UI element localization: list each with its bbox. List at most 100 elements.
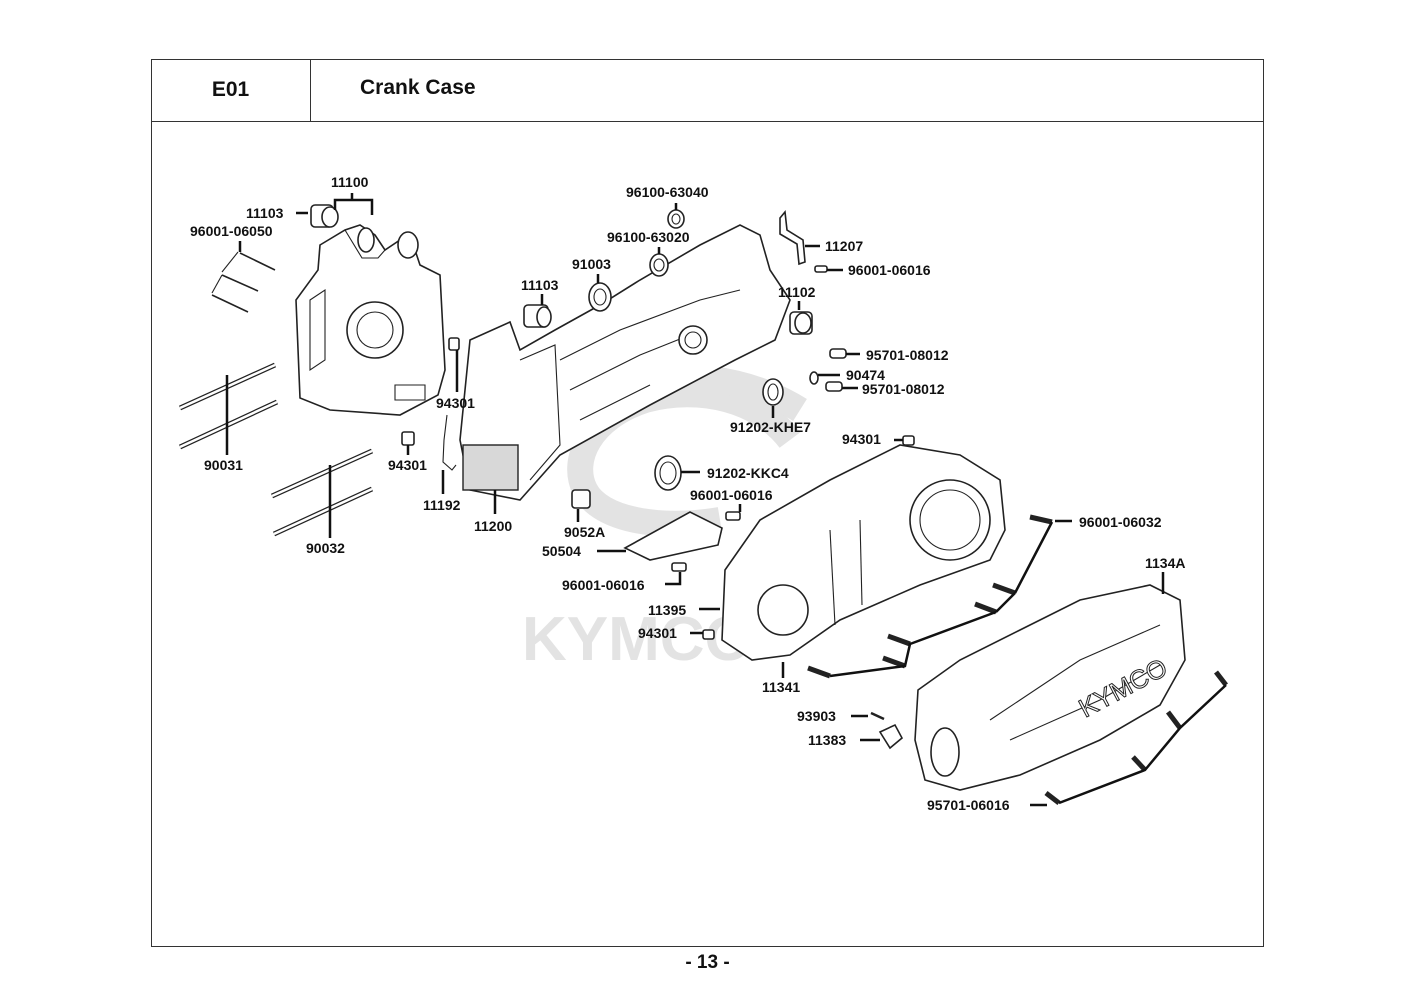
section-code: E01 [151,59,311,122]
cover-bolt-5 [807,665,831,679]
outer-cover-crease-2 [1009,664,1161,741]
part-label-90031: 90031 [204,457,243,473]
bearing-91003 [588,282,612,312]
bolts-outer-cover [807,514,1054,679]
bearing-inner [593,288,607,306]
dowel-pin-94301-b [401,431,415,446]
outer-cover-crease-1 [989,624,1161,721]
part-label-11192: 11192 [423,497,461,513]
part-label-11103-b: 11103 [521,277,559,293]
inner-cover-clutch-bore [909,479,991,561]
seal-inner [767,383,779,401]
right-case-bearing-bore [678,325,708,355]
part-label-9052a: 9052A [564,524,605,540]
outer-cover-intake [930,727,960,777]
cover-screw-1 [1214,670,1228,687]
part-label-95701-06016: 95701-06016 [927,797,1010,813]
left-case-crank-bore-inner [356,311,394,349]
studs-90032 [270,448,374,537]
clamp-11383 [878,723,904,750]
left-case-crank-bore [346,301,404,359]
leader-96001-06016-c [665,572,682,586]
seal-outer [654,455,682,491]
left-case-boss [344,229,386,259]
guard-plate-50504 [623,511,723,561]
bolt-leader-chain [829,521,1054,678]
bushing-face [794,312,812,334]
dowel-pin-94301-a [448,337,460,351]
bearing-inner [671,213,681,225]
left-case-slot [309,288,326,372]
bearing-inner [653,258,665,272]
bearing-outer [588,282,612,312]
bolt-3 [211,294,249,313]
watermark-text: KYMCO [522,605,753,674]
page-number: - 13 - [685,952,730,973]
bolts-95701-06016 [1044,670,1228,805]
bolt-link-1 [221,251,239,273]
right-case-shaded-block [462,444,519,491]
stud-4-inner [273,487,373,536]
part-label-96100-63040: 96100-63040 [626,184,709,200]
bushing-face [321,206,339,228]
wire-clip-11192 [442,414,457,471]
leader-11100 [333,193,374,215]
part-label-94301-a: 94301 [436,395,475,411]
bolt-96001-06016-c [671,562,687,572]
part-label-11200: 11200 [474,518,512,534]
screw-leader-chain [1058,684,1227,805]
part-labels: 11100 11103 96001-06050 96100-63040 9610… [190,174,1185,813]
cover-screw-3 [1131,755,1147,772]
left-case-bore [397,231,419,259]
stud-3-inner [271,449,373,498]
part-label-96001-06016-a: 96001-06016 [848,262,931,278]
part-label-11383: 11383 [808,732,846,748]
bushing-11103-mid [523,304,552,328]
cover-bolt-1 [992,582,1016,596]
drain-plug-9052a [571,489,591,509]
stud-2-inner [179,400,278,449]
part-label-50504: 50504 [542,543,581,559]
cover-bolt-2 [974,601,997,615]
part-label-11102: 11102 [778,284,816,300]
part-label-94301-d: 94301 [638,625,677,641]
bolt-95701-08012-a [829,348,847,359]
bolt-2 [221,274,259,292]
bearing-96100-63020 [649,253,669,277]
part-label-96001-06016-b: 96001-06016 [690,487,773,503]
part-label-91202-khe7: 91202-KHE7 [730,419,811,435]
part-label-94301-b: 94301 [388,457,427,473]
washer-90474 [809,371,819,385]
part-label-11341: 11341 [762,679,800,695]
outer-cover-body [914,584,1186,791]
bolt-96001-06032 [1029,514,1053,525]
inner-cover-clutch-bore-inner [919,489,981,551]
left-crankcase-half [295,224,446,416]
studs-90031 [178,362,279,450]
part-label-90474: 90474 [846,367,885,383]
leader-lines [225,193,1165,807]
bushing-face [536,306,552,328]
part-label-11207: 11207 [825,238,863,254]
cover-bolt-3 [887,633,911,647]
part-label-91003: 91003 [572,256,611,272]
screw-93903 [870,711,885,721]
cover-screw-4 [1044,791,1061,805]
diagram-frame [151,59,1264,947]
bearing-outer [667,209,685,229]
page-title: Crank Case [360,76,476,99]
part-label-1134a: 1134A [1145,555,1185,571]
right-case-rib-3 [569,334,691,391]
bearing-96100-63040 [667,209,685,229]
cover-bolt-4 [882,655,906,669]
oil-seal-91202-kkc4 [654,455,682,491]
part-label-11395: 11395 [648,602,686,618]
seal-inner [659,461,677,485]
left-case-hole [357,227,375,253]
bolt-96001-06016-a [814,265,828,273]
part-label-96001-06050: 96001-06050 [190,223,273,239]
part-label-96001-06016-c: 96001-06016 [562,577,645,593]
inner-cover-rib-1 [829,529,836,626]
inner-cover-11395 [721,444,1006,661]
